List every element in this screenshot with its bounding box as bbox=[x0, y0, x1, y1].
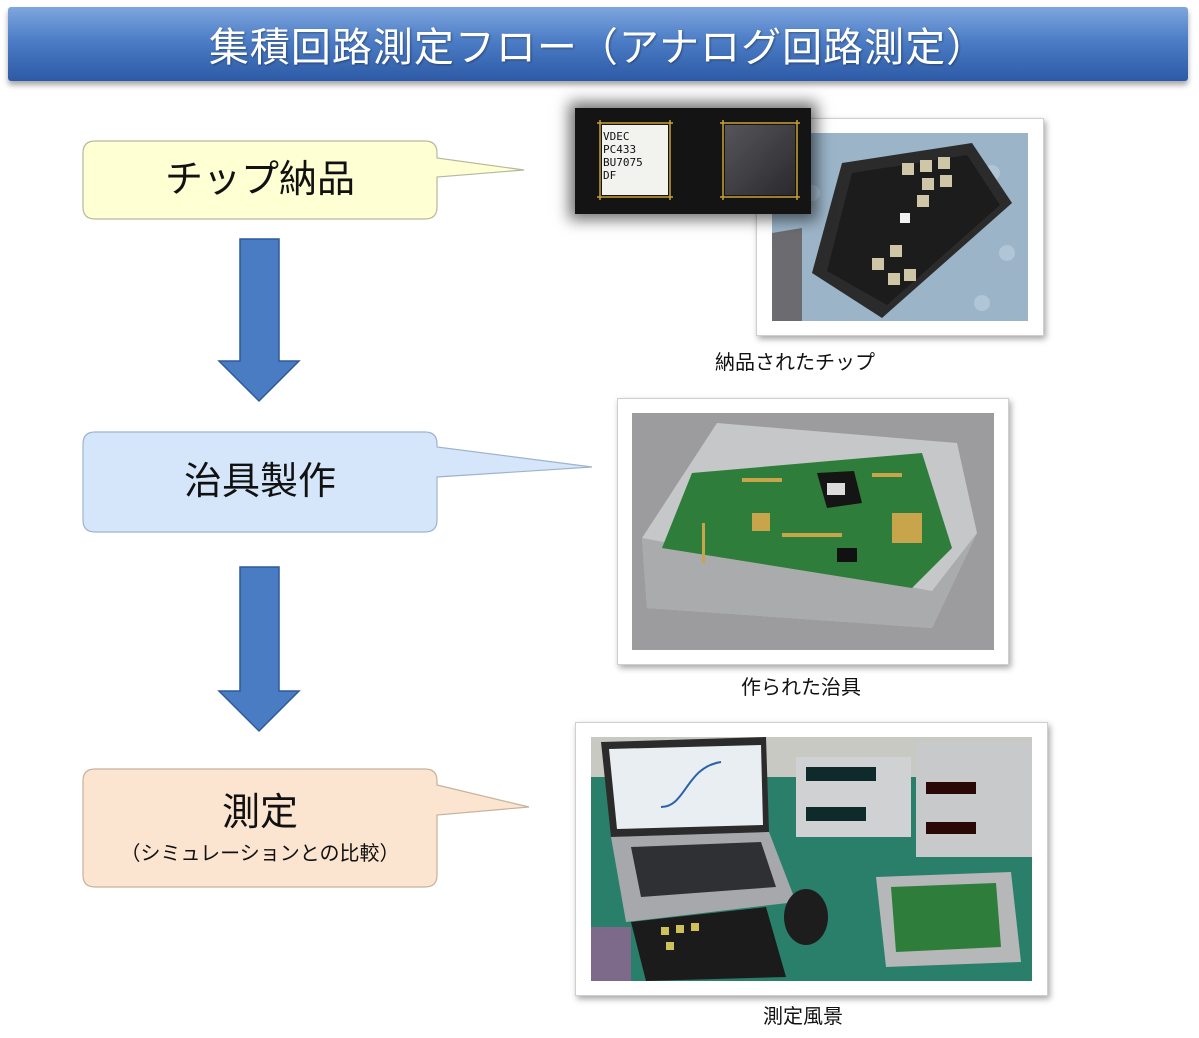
down-arrow-1 bbox=[217, 238, 301, 403]
caption-measurement-scene: 測定風景 bbox=[763, 1004, 843, 1028]
photo-jig bbox=[617, 398, 1009, 665]
chip-marking-line-4: DF bbox=[603, 169, 617, 182]
caption-jig: 作られた治具 bbox=[741, 675, 861, 699]
step-box-jig-making: 治具製作 bbox=[83, 432, 437, 532]
page-title: 集積回路測定フロー（アナログ回路測定） bbox=[208, 25, 988, 71]
jig-image bbox=[632, 413, 994, 650]
photo-measurement bbox=[575, 722, 1048, 996]
chip-marking-line-1: VDEC bbox=[603, 130, 630, 143]
photo-chip-tray bbox=[756, 118, 1044, 336]
step-label-jig-making: 治具製作 bbox=[183, 459, 336, 504]
step-label-measurement: 測定 bbox=[221, 789, 298, 834]
down-arrow-2 bbox=[217, 566, 301, 733]
chip-marking-line-3: BU7075 bbox=[603, 156, 643, 169]
photo-chip-closeup: VDEC PC433 BU7075 DF bbox=[575, 108, 811, 214]
step-label-chip-delivery: チップ納品 bbox=[164, 157, 355, 202]
caption-delivered-chips: 納品されたチップ bbox=[715, 350, 875, 374]
measurement-image bbox=[591, 737, 1032, 981]
chip-closeup-image bbox=[575, 108, 811, 214]
chip-marking: VDEC PC433 BU7075 DF bbox=[603, 130, 669, 182]
step-box-chip-delivery: チップ納品 bbox=[83, 141, 437, 219]
chip-tray-image bbox=[772, 133, 1028, 321]
step-sub-measurement: （シミュレーションとの比較） bbox=[120, 841, 400, 866]
chip-marking-line-2: PC433 bbox=[603, 143, 637, 156]
step-box-measurement: 測定 （シミュレーションとの比較） bbox=[83, 769, 437, 887]
title-banner: 集積回路測定フロー（アナログ回路測定） bbox=[8, 7, 1188, 81]
